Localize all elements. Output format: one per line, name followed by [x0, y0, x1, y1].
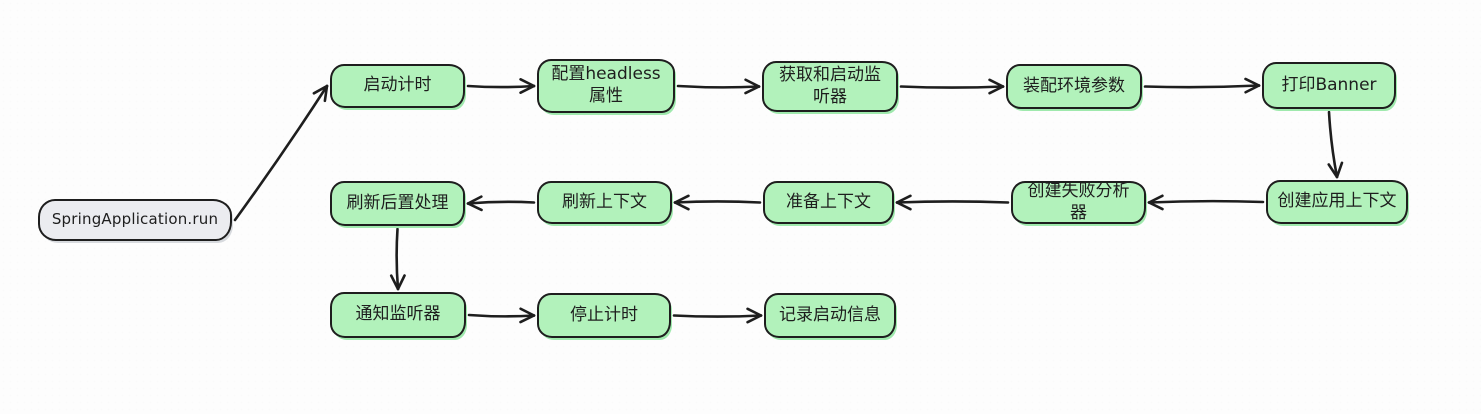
- node-label: SpringApplication.run: [51, 210, 219, 229]
- node-label: 打印Banner: [1281, 74, 1377, 95]
- node-post-refresh[interactable]: 刷新后置处理: [330, 181, 465, 226]
- node-label: 通知监听器: [355, 304, 441, 325]
- node-label: 创建失败分析器: [1027, 180, 1130, 223]
- node-start-timer[interactable]: 启动计时: [330, 64, 465, 108]
- node-label: 装配环境参数: [1023, 75, 1125, 96]
- node-refresh-context[interactable]: 刷新上下文: [537, 181, 672, 224]
- node-label: 创建应用上下文: [1277, 191, 1397, 212]
- node-create-failure-analyzer[interactable]: 创建失败分析器: [1011, 181, 1146, 224]
- node-prepare-context[interactable]: 准备上下文: [763, 181, 894, 224]
- node-label: 停止计时: [570, 304, 638, 325]
- node-label: 刷新上下文: [562, 191, 647, 212]
- node-prepare-environment[interactable]: 装配环境参数: [1006, 64, 1142, 109]
- node-log-startup-info[interactable]: 记录启动信息: [764, 293, 896, 338]
- node-configure-headless[interactable]: 配置headless属性: [537, 59, 675, 113]
- node-label: 准备上下文: [786, 191, 871, 212]
- node-create-context[interactable]: 创建应用上下文: [1266, 180, 1408, 224]
- node-spring-application-run[interactable]: SpringApplication.run: [38, 199, 232, 241]
- node-print-banner[interactable]: 打印Banner: [1262, 62, 1396, 109]
- node-label: 刷新后置处理: [346, 192, 449, 213]
- node-label: 记录启动信息: [779, 304, 881, 325]
- node-stop-timer[interactable]: 停止计时: [537, 293, 671, 338]
- node-label: 启动计时: [363, 75, 432, 96]
- node-label: 配置headless属性: [551, 64, 661, 106]
- node-get-start-listeners[interactable]: 获取和启动监听器: [762, 61, 898, 112]
- node-label: 获取和启动监听器: [779, 64, 881, 107]
- node-notify-listeners[interactable]: 通知监听器: [330, 292, 466, 338]
